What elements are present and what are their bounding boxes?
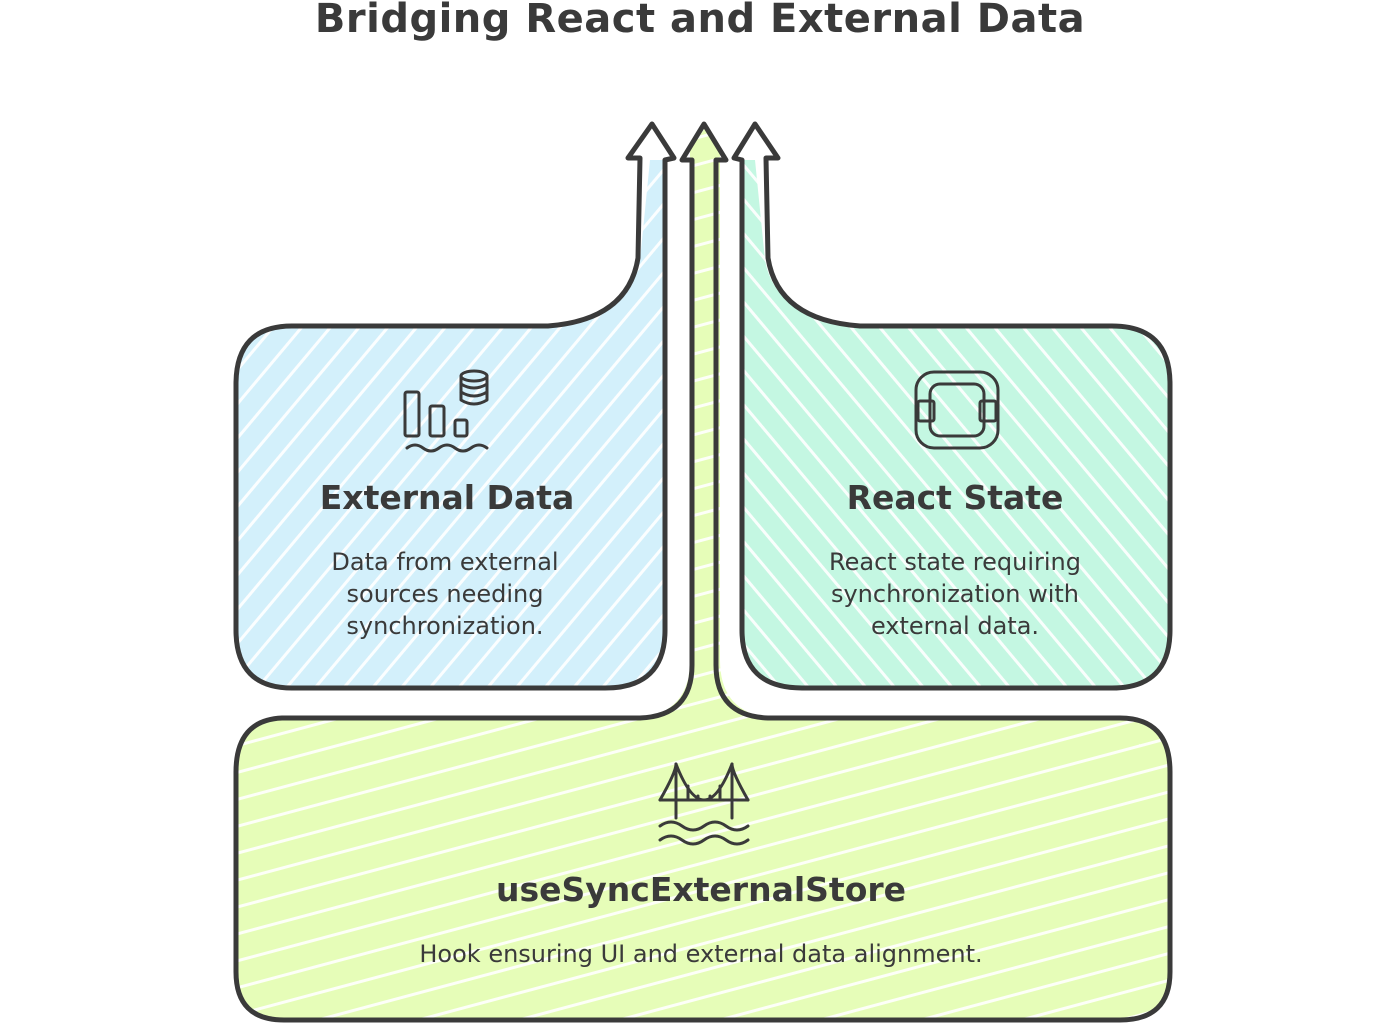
external-data-description: Data from external sources needing synch…: [331, 548, 559, 640]
react-state-title: React State: [846, 478, 1064, 517]
react-state-outline: [731, 121, 1173, 691]
external-data-outline: [233, 121, 677, 691]
hook-title: useSyncExternalStore: [495, 870, 907, 909]
external-data-shape-fill: [235, 160, 665, 688]
bridge-icon: [658, 762, 750, 846]
page-title: Bridging React and External Data: [314, 0, 1086, 42]
hook-outline: [233, 121, 1173, 1023]
state-container-icon: [914, 370, 1000, 450]
hook-shape-fill: [236, 128, 1170, 1020]
data-sources-icon: [403, 369, 489, 453]
hook-description: Hook ensuring UI and external data align…: [419, 940, 983, 968]
react-state-shape-fill: [742, 160, 1170, 688]
react-state-description: React state requiring synchronization wi…: [829, 548, 1081, 640]
external-data-title: External Data: [319, 478, 575, 517]
